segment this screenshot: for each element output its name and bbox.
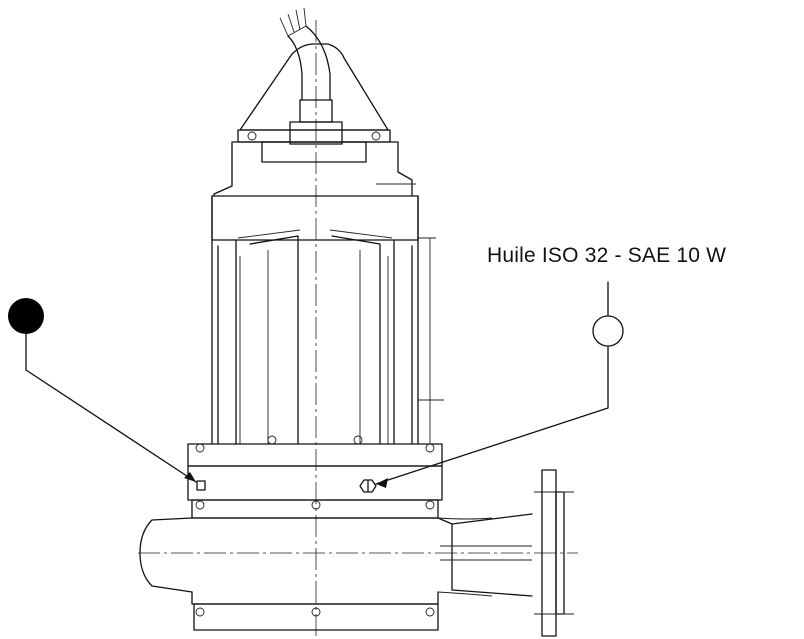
drain-plug xyxy=(196,480,206,491)
pump-volute xyxy=(139,513,533,631)
drain-leader-line xyxy=(25,329,197,483)
power-cable xyxy=(279,7,333,123)
drain-marker-icon xyxy=(8,298,44,334)
fill-marker-icon xyxy=(592,315,624,347)
drain-arrow-icon xyxy=(184,472,196,482)
lifting-bracket xyxy=(239,43,389,131)
oil-spec-label: Huile ISO 32 - SAE 10 W xyxy=(487,244,727,267)
fill-leader-line xyxy=(375,281,609,485)
motor-top-cover xyxy=(213,121,416,197)
oil-fill-plug xyxy=(359,479,377,493)
seal-chamber xyxy=(187,435,443,519)
discharge-flange xyxy=(534,469,574,637)
motor-housing xyxy=(211,195,444,445)
fill-arrow-icon xyxy=(376,478,388,488)
